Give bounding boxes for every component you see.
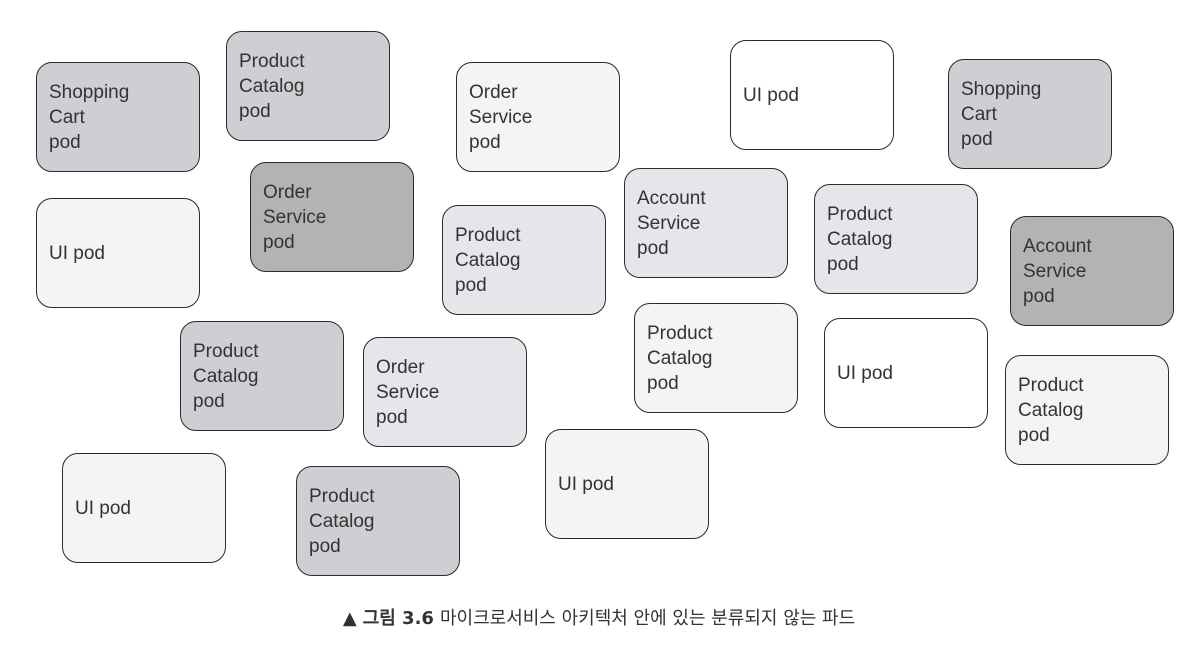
pod-product-catalog: Product Catalog pod xyxy=(226,31,390,141)
pod-shopping-cart: Shopping Cart pod xyxy=(36,62,200,172)
pod-label: UI pod xyxy=(558,473,614,495)
pod-label: Product Catalog pod xyxy=(309,485,375,557)
pod-product-catalog: Product Catalog pod xyxy=(180,321,344,431)
caption-text: 마이크로서비스 아키텍처 안에 있는 분류되지 않는 파드 xyxy=(439,608,856,629)
pod-order-service: Order Service pod xyxy=(250,162,414,272)
pod-product-catalog: Product Catalog pod xyxy=(1005,355,1169,465)
pod-label: Account Service pod xyxy=(637,187,706,259)
pod-label: UI pod xyxy=(743,84,799,106)
pod-order-service: Order Service pod xyxy=(456,62,620,172)
pod-label: Product Catalog pod xyxy=(193,340,259,412)
pod-ui: UI pod xyxy=(36,198,200,308)
pod-product-catalog: Product Catalog pod xyxy=(296,466,460,576)
pod-label: Product Catalog pod xyxy=(827,203,893,275)
pod-label: Account Service pod xyxy=(1023,235,1092,307)
pod-label: Order Service pod xyxy=(469,81,533,153)
pod-label: Product Catalog pod xyxy=(1018,374,1084,446)
pod-label: UI pod xyxy=(49,242,105,264)
pod-ui: UI pod xyxy=(824,318,988,428)
pod-label: Order Service pod xyxy=(376,356,440,428)
triangle-marker-icon: ▲ xyxy=(342,608,357,629)
pod-label: Product Catalog pod xyxy=(239,50,305,122)
figure-number: 그림 3.6 xyxy=(362,608,434,629)
pod-label: Shopping Cart pod xyxy=(961,78,1042,150)
pod-label: UI pod xyxy=(75,497,131,519)
pod-label: Shopping Cart pod xyxy=(49,81,130,153)
pod-label: Order Service pod xyxy=(263,181,327,253)
pod-label: Product Catalog pod xyxy=(647,322,713,394)
pod-product-catalog: Product Catalog pod xyxy=(634,303,798,413)
pod-product-catalog: Product Catalog pod xyxy=(814,184,978,294)
pod-ui: UI pod xyxy=(545,429,709,539)
pod-account-service: Account Service pod xyxy=(624,168,788,278)
pod-diagram: Shopping Cart pod Product Catalog pod Or… xyxy=(36,31,1174,576)
pod-shopping-cart: Shopping Cart pod xyxy=(948,59,1112,169)
pod-account-service: Account Service pod xyxy=(1010,216,1174,326)
pod-ui: UI pod xyxy=(730,40,894,150)
pod-ui: UI pod xyxy=(62,453,226,563)
pod-product-catalog: Product Catalog pod xyxy=(442,205,606,315)
pod-label: UI pod xyxy=(837,362,893,384)
pod-label: Product Catalog pod xyxy=(455,224,521,296)
pod-order-service: Order Service pod xyxy=(363,337,527,447)
